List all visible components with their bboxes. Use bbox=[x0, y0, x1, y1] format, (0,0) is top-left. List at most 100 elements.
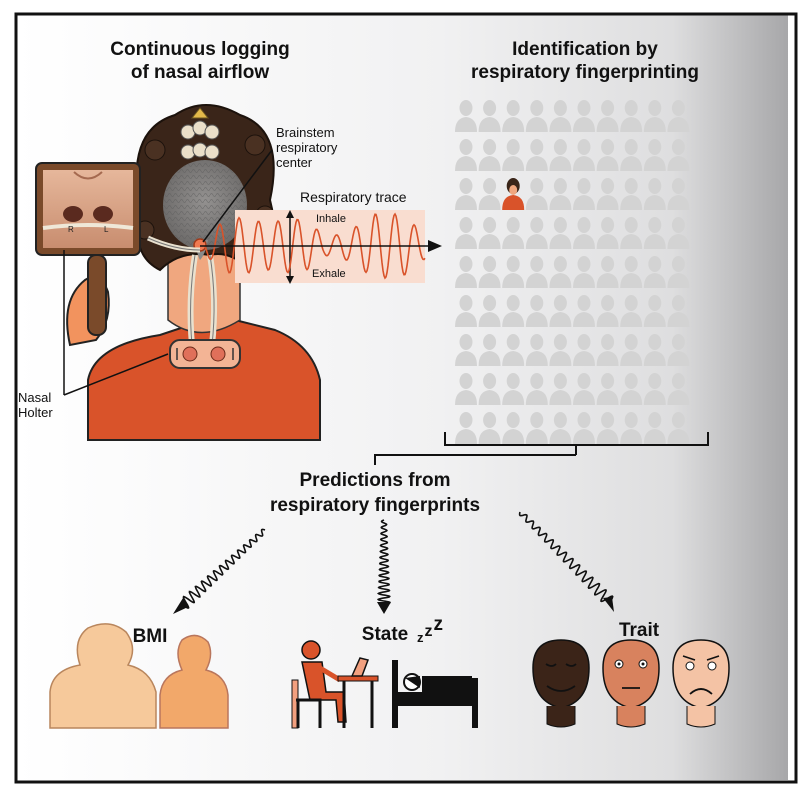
trace-arrow-head bbox=[428, 240, 442, 252]
person-silhouette-icon bbox=[455, 295, 477, 327]
person-silhouette-icon bbox=[478, 139, 501, 171]
person-silhouette-icon bbox=[549, 100, 572, 132]
person-silhouette-icon bbox=[502, 412, 525, 444]
person-silhouette-icon bbox=[455, 412, 477, 444]
person-silhouette-icon bbox=[596, 373, 619, 405]
person-silhouette-icon bbox=[455, 373, 477, 405]
person-silhouette-icon bbox=[549, 295, 572, 327]
person-silhouette-icon bbox=[478, 334, 501, 366]
person-silhouette-icon bbox=[549, 256, 572, 288]
person-silhouette-icon bbox=[643, 100, 666, 132]
person-silhouette-icon bbox=[502, 373, 525, 405]
person-silhouette-icon bbox=[502, 334, 525, 366]
person-silhouette-icon bbox=[549, 334, 572, 366]
person-silhouette-icon bbox=[478, 373, 501, 405]
brainstem-leader-line bbox=[202, 149, 273, 243]
identification-title-line2: respiratory fingerprinting bbox=[470, 62, 700, 83]
outer-border bbox=[14, 12, 798, 784]
person-silhouette-icon bbox=[643, 295, 666, 327]
person-silhouette-icon bbox=[525, 256, 548, 288]
person-silhouette-icon bbox=[502, 256, 525, 288]
person-silhouette-icon bbox=[643, 412, 666, 444]
brainstem-label-line2: respiratory bbox=[276, 140, 338, 155]
person-silhouette-icon bbox=[478, 256, 501, 288]
person-silhouette-icon bbox=[502, 139, 525, 171]
person-silhouette-icon bbox=[573, 100, 595, 132]
person-silhouette-icon bbox=[573, 412, 595, 444]
identification-title: Identification by respiratory fingerprin… bbox=[420, 38, 750, 84]
nasal-holter-label-line2: Holter bbox=[18, 405, 53, 420]
person-silhouette-icon bbox=[502, 217, 525, 249]
calm-face bbox=[532, 639, 590, 709]
person-silhouette-icon bbox=[643, 139, 666, 171]
person-silhouette-icon bbox=[525, 334, 548, 366]
person-silhouette-icon bbox=[502, 100, 525, 132]
person-silhouette-icon bbox=[596, 139, 619, 171]
arrow-to-state bbox=[376, 519, 391, 605]
person-silhouette-icon bbox=[643, 373, 666, 405]
state-label: State bbox=[361, 624, 409, 645]
person-silhouette-icon bbox=[549, 139, 572, 171]
respiratory-trace-label: Respiratory trace bbox=[300, 189, 407, 205]
person-silhouette-icon bbox=[667, 256, 690, 288]
person-silhouette-icon bbox=[478, 217, 501, 249]
person-silhouette-icon bbox=[549, 178, 572, 210]
person-silhouette-icon bbox=[525, 100, 548, 132]
person-silhouette-icon bbox=[620, 334, 643, 366]
nostril-l-label: L bbox=[104, 225, 109, 234]
person-silhouette-icon bbox=[525, 217, 548, 249]
identity-grid bbox=[455, 100, 690, 444]
person-silhouette-icon bbox=[667, 100, 690, 132]
inhale-label: Inhale bbox=[316, 213, 346, 225]
person-silhouette-icon bbox=[549, 373, 572, 405]
person-silhouette-icon bbox=[478, 295, 501, 327]
person-silhouette-icon bbox=[596, 256, 619, 288]
person-silhouette-icon bbox=[667, 373, 690, 405]
low-bmi-body bbox=[159, 634, 229, 729]
trait-faces bbox=[532, 639, 730, 728]
person-silhouette-icon bbox=[525, 139, 548, 171]
nasal-holter-label-line1: Nasal bbox=[18, 390, 52, 405]
awake-at-desk-icon bbox=[291, 640, 379, 729]
person-silhouette-icon bbox=[478, 412, 501, 444]
person-silhouette-icon bbox=[573, 334, 595, 366]
identification-title-line1: Identification by bbox=[512, 39, 658, 60]
person-silhouette-icon bbox=[455, 139, 477, 171]
arrow-to-bmi bbox=[182, 528, 266, 609]
person-silhouette-icon bbox=[643, 178, 666, 210]
person-silhouette-icon bbox=[596, 217, 619, 249]
person-silhouette-icon bbox=[478, 100, 501, 132]
person-silhouette-icon bbox=[525, 295, 548, 327]
person-silhouette-icon bbox=[596, 412, 619, 444]
person-silhouette-icon bbox=[573, 256, 595, 288]
brainstem-label-line3: center bbox=[276, 155, 313, 170]
holter-leader-line-2 bbox=[63, 353, 169, 396]
person-silhouette-icon bbox=[573, 295, 595, 327]
person-silhouette-icon bbox=[667, 139, 690, 171]
person-silhouette-icon bbox=[549, 412, 572, 444]
person-silhouette-icon bbox=[620, 412, 643, 444]
person-silhouette-icon bbox=[573, 217, 595, 249]
person-silhouette-icon bbox=[596, 295, 619, 327]
brainstem-label-line1: Brainstem bbox=[276, 125, 335, 140]
person-silhouette-icon bbox=[596, 334, 619, 366]
brainstem-label: Brainstem respiratory center bbox=[276, 125, 376, 170]
neutral-face bbox=[602, 639, 660, 709]
person-silhouette-icon bbox=[455, 256, 477, 288]
exhale-label: Exhale bbox=[312, 268, 346, 280]
person-silhouette-icon bbox=[525, 412, 548, 444]
person-silhouette-icon bbox=[620, 100, 643, 132]
predictions-title: Predictions from respiratory fingerprint… bbox=[210, 468, 540, 518]
person-silhouette-icon bbox=[596, 100, 619, 132]
person-silhouette-icon bbox=[667, 412, 690, 444]
person-silhouette-icon bbox=[667, 178, 690, 210]
person-silhouette-icon bbox=[620, 256, 643, 288]
person-silhouette-icon bbox=[620, 295, 643, 327]
bmi-illustration bbox=[49, 623, 229, 729]
person-silhouette-icon bbox=[667, 217, 690, 249]
hand-mirror-illustration bbox=[35, 162, 141, 347]
person-silhouette-icon bbox=[502, 295, 525, 327]
zzz-letter: z bbox=[417, 630, 425, 645]
high-bmi-body bbox=[49, 623, 157, 729]
